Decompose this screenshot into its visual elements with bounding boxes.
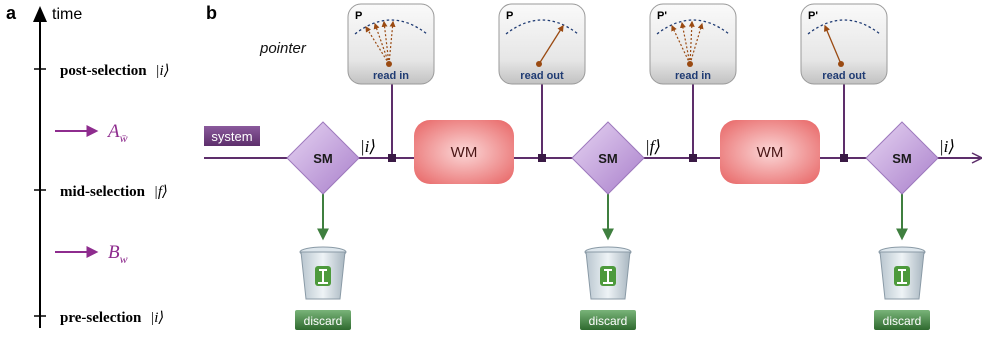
ket-label-3: |i⟩ bbox=[939, 137, 955, 156]
meter-2-label: P bbox=[506, 10, 513, 22]
trash-can-icon-3 bbox=[878, 246, 926, 300]
pointer-meter-3: P' read in bbox=[649, 3, 737, 85]
discard-arrows bbox=[317, 190, 908, 241]
pointer-meter-2: P read out bbox=[498, 3, 586, 85]
coupling-nodes bbox=[388, 154, 848, 162]
meter-4-label: P' bbox=[808, 10, 818, 22]
system-tag-label: system bbox=[211, 129, 252, 144]
event-pre-selection: pre-selection |i⟩ bbox=[60, 310, 164, 326]
sm-label-1: SM bbox=[313, 151, 333, 166]
panel-b-label: b bbox=[206, 3, 217, 23]
time-axis-arrowhead bbox=[33, 6, 47, 22]
weak-measurement-2: WM bbox=[720, 120, 820, 184]
meter-4-caption: read out bbox=[822, 70, 866, 82]
meter-3-caption: read in bbox=[675, 70, 711, 82]
meter-stems bbox=[391, 84, 845, 158]
discard-label-3: discard bbox=[883, 314, 922, 328]
weak-measurement-1: WM bbox=[414, 120, 514, 184]
sm-label-3: SM bbox=[892, 151, 912, 166]
pointer-meter-4: P' read out bbox=[800, 3, 888, 85]
ket-label-2: |f⟩ bbox=[645, 137, 661, 156]
ket-label-1: |i⟩ bbox=[360, 137, 376, 156]
panel-b: b pointer system bbox=[204, 3, 982, 330]
event-post-selection: post-selection |i⟩ bbox=[60, 63, 170, 79]
discard-label-2: discard bbox=[589, 314, 628, 328]
system-tag: system bbox=[204, 126, 260, 146]
discard-tag-3: discard bbox=[874, 310, 930, 330]
discard-tag-1: discard bbox=[295, 310, 351, 330]
discard-label-1: discard bbox=[304, 314, 343, 328]
meter-1-caption: read in bbox=[373, 70, 409, 82]
wm-label-2: WM bbox=[757, 144, 784, 161]
trash-can-icon-1 bbox=[299, 246, 347, 300]
meter-3-label: P' bbox=[657, 10, 667, 22]
meter-2-caption: read out bbox=[520, 70, 564, 82]
trash-can-icon-2 bbox=[584, 246, 632, 300]
time-axis-label: time bbox=[52, 6, 82, 23]
operator-b-label: Bw bbox=[108, 242, 128, 266]
panel-a-label: a bbox=[6, 3, 17, 23]
panel-a: a time post-selection |i⟩ mid-selection … bbox=[6, 3, 170, 328]
wm-label-1: WM bbox=[451, 144, 478, 161]
strong-measurement-2: SM bbox=[571, 121, 645, 195]
sm-label-2: SM bbox=[598, 151, 618, 166]
strong-measurement-3: SM bbox=[865, 121, 939, 195]
system-line-end-arrow bbox=[971, 152, 982, 164]
strong-measurement-1: SM bbox=[286, 121, 360, 195]
discard-tag-2: discard bbox=[580, 310, 636, 330]
pointer-label: pointer bbox=[259, 40, 307, 57]
meter-1-label: P bbox=[355, 10, 362, 22]
operator-a-label: Aw̄ bbox=[106, 121, 128, 145]
event-mid-selection: mid-selection |f⟩ bbox=[60, 184, 168, 200]
pointer-meter-1: P read in bbox=[347, 3, 435, 85]
